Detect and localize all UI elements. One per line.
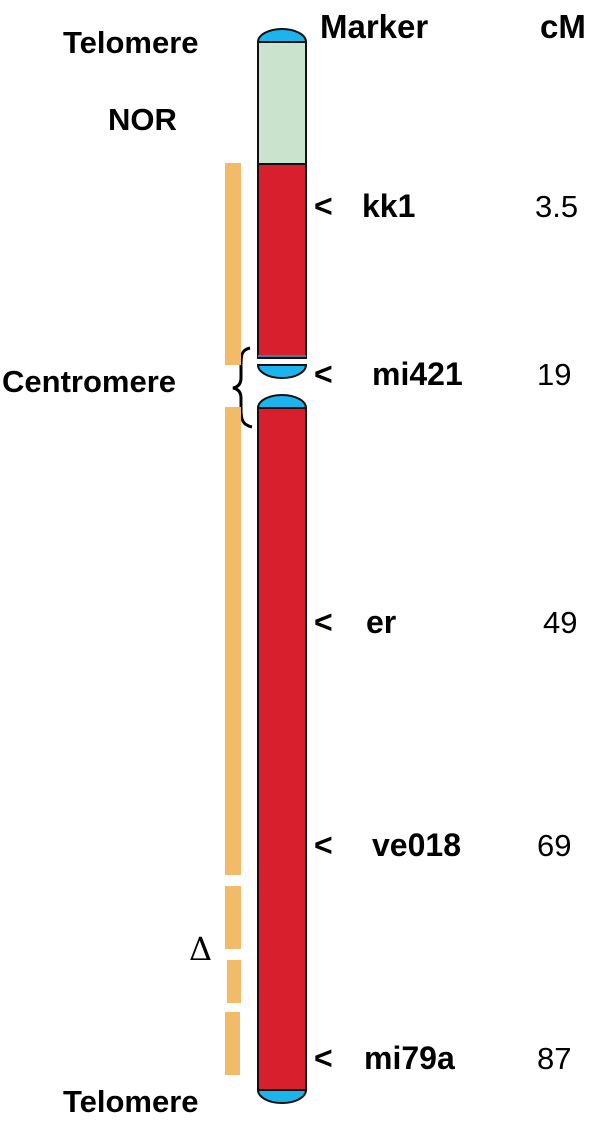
label-nor: NOR [108,102,177,137]
telomere-top-cap [256,28,308,43]
coverage-bar [225,163,241,365]
telomere-bottom-cap [256,1089,308,1104]
centromere-upper-cap [256,364,308,379]
long-arm [257,407,307,1091]
marker-name-mi79a: mi79a [364,1040,455,1076]
nor-region [257,41,307,165]
marker-arrow: < [314,356,333,392]
label-delta: Δ [189,930,212,968]
marker-arrow: < [314,827,333,863]
header-marker: Marker [320,8,428,45]
coverage-bar [225,886,241,949]
label-telomere-bottom: Telomere [63,1084,199,1119]
coverage-bar [225,407,241,875]
marker-arrow: < [314,188,333,224]
marker-name-er: er [366,604,396,640]
marker-name-ve018: ve018 [372,827,461,863]
header-cm: cM [540,8,586,45]
marker-arrow: < [314,1040,333,1076]
marker-name-kk1: kk1 [362,188,415,224]
chromosome [256,28,308,1104]
short-arm [257,163,307,359]
marker-arrow: < [314,604,333,640]
marker-name-mi421: mi421 [372,356,463,392]
label-telomere-top: Telomere [63,25,199,60]
marker-cm-er: 49 [543,605,577,640]
marker-cm-mi421: 19 [537,357,571,392]
label-centromere: Centromere [2,364,176,399]
marker-cm-ve018: 69 [537,828,571,863]
centromere-brace [232,346,253,429]
marker-cm-kk1: 3.5 [535,189,578,224]
coverage-bar [227,960,241,1003]
centromere-lower-cap [256,394,308,409]
marker-cm-mi79a: 87 [537,1041,571,1076]
coverage-bar [225,1012,240,1075]
